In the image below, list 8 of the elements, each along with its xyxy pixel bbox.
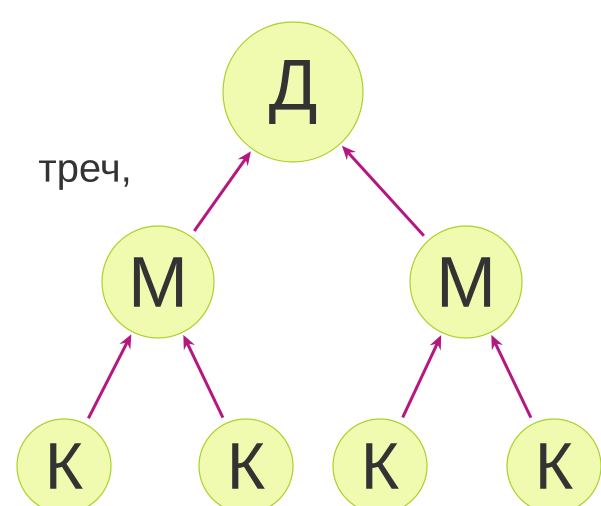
circle-node: К: [198, 418, 294, 506]
circle-node: М: [101, 225, 215, 339]
circle-node: М: [409, 225, 523, 339]
text-fragment: треч,: [39, 160, 128, 190]
circle-node: К: [16, 418, 112, 506]
circle-node: К: [332, 418, 428, 506]
circle-node: К: [506, 418, 601, 506]
circle-node: Д: [222, 21, 364, 163]
